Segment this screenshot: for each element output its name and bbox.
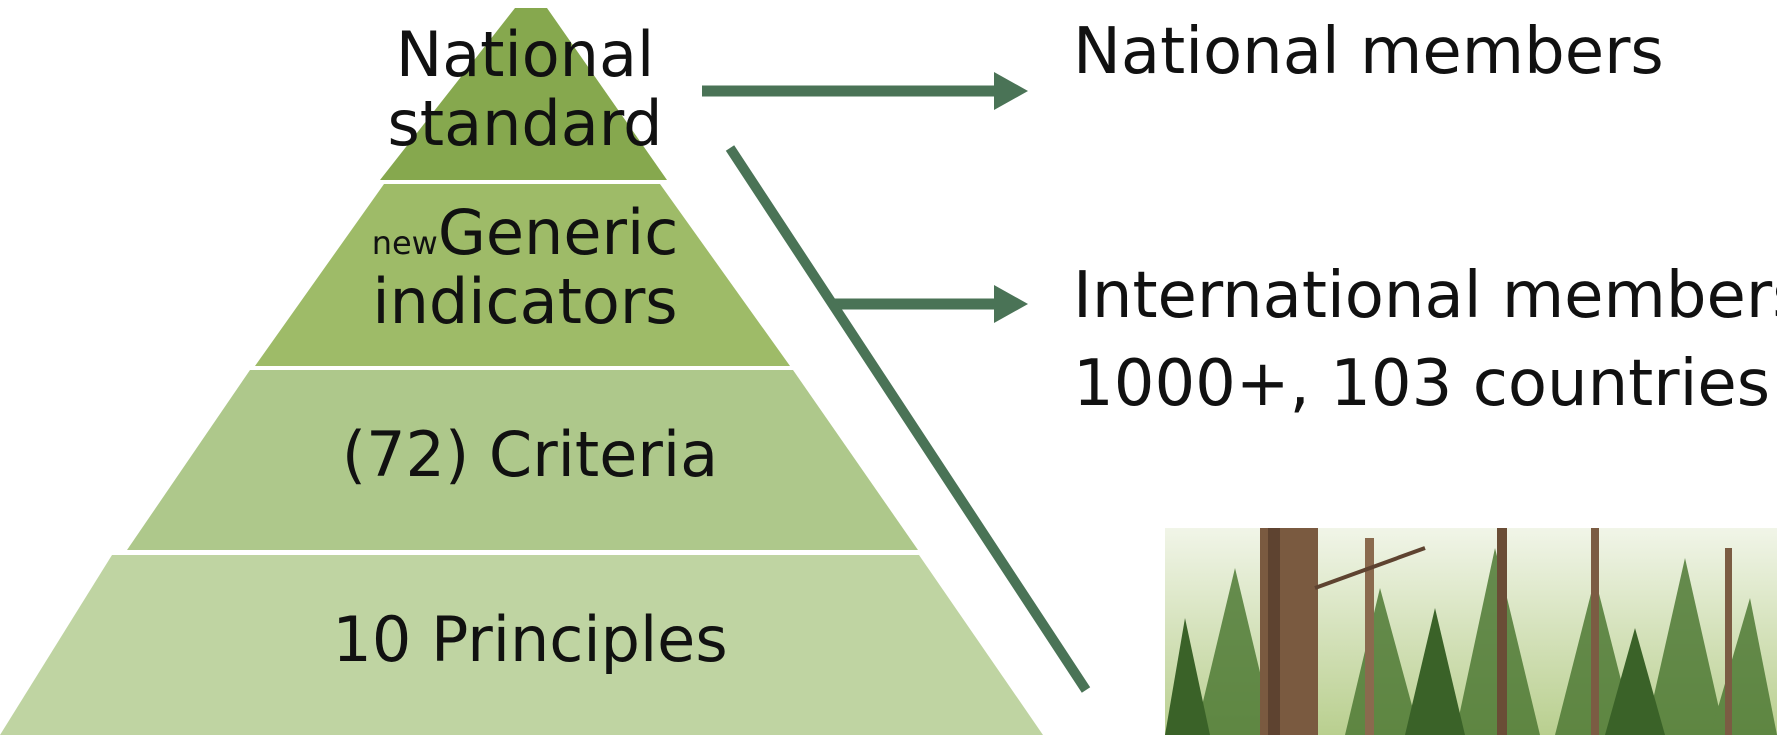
new-prefix-label: new (371, 224, 438, 262)
pyramid-tier-principles (0, 555, 1043, 735)
pyramid-label-line: (72) Criteria (341, 418, 719, 491)
pyramid-label-line: indicators (372, 265, 678, 339)
national-members-label: National members (1073, 15, 1664, 89)
pyramid-label-principles: 10 Principles (200, 603, 860, 676)
arrow-to-national-members (702, 72, 1028, 110)
pyramid-label-line: National (395, 18, 655, 91)
pyramid-label-generic-indicators: newGeneric indicators (330, 198, 720, 337)
pyramid-label-line: 10 Principles (332, 603, 728, 676)
arrow-to-international-members (832, 285, 1028, 323)
international-members-label: International members (1073, 259, 1777, 333)
pyramid-label-criteria: (72) Criteria (240, 418, 820, 491)
forest-photo (1165, 528, 1777, 735)
diagonal-connector-line (725, 145, 1091, 693)
pyramid-label-line: standard (387, 87, 663, 161)
pyramid-tier-criteria (127, 370, 918, 550)
pyramid-tier-national-standard (380, 8, 667, 180)
pyramid-tier-generic-indicators (255, 184, 790, 366)
pyramid-label-line: Generic (437, 196, 679, 269)
forest-photo-illustration (1165, 528, 1777, 735)
member-count-label: 1000+, 103 countries (1073, 347, 1771, 421)
pyramid-label-national-standard: National standard (330, 20, 720, 159)
